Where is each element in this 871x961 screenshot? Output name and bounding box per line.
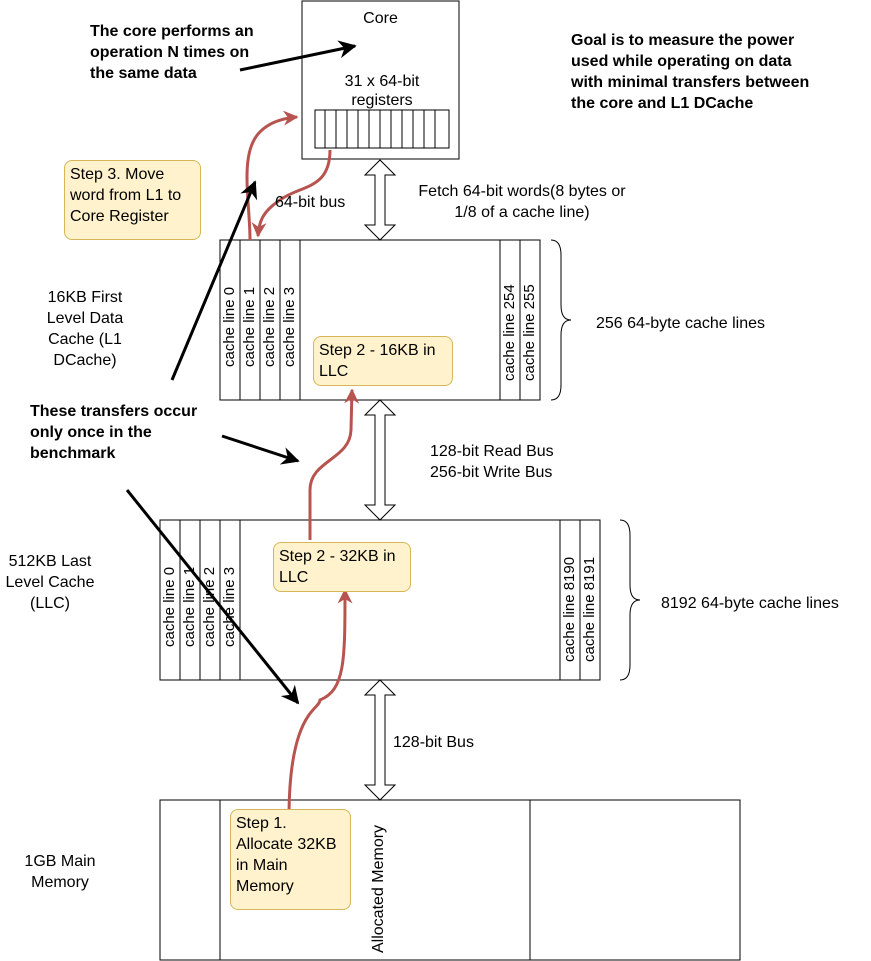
flow-arrow-register-to-l1	[251, 149, 332, 238]
transfers-once-note: These transfers occur only once in the b…	[30, 403, 198, 462]
l1-pointer-arrow	[170, 180, 258, 381]
core-title: Core	[363, 10, 398, 27]
l1-line-0: cache line 0	[221, 286, 238, 367]
llc-line-0: cache line 0	[161, 566, 178, 647]
step2-llc-note: Step 2 - 32KB in LLC	[273, 542, 411, 592]
goal-note: Goal is to measure the power used while …	[571, 32, 810, 112]
llc-memory-bus-arrow	[363, 679, 397, 801]
llc-line-2: cache line 2	[201, 566, 218, 647]
l1-lines-label: 256 64-byte cache lines	[596, 315, 765, 332]
flow-arrow-memory-to-llc	[287, 588, 353, 819]
allocated-memory-label: Allocated Memory	[370, 824, 387, 953]
llc-line-8191: cache line 8191	[581, 556, 598, 662]
llc-lines-label: 8192 64-byte cache lines	[661, 595, 839, 612]
read-bus-label: 128-bit Read Bus	[430, 443, 554, 460]
step1-note: Step 1. Allocate 32KB in Main Memory	[230, 809, 351, 910]
core-note-arrow	[239, 40, 357, 72]
llc-line-3: cache line 3	[221, 566, 238, 647]
l1-line-2: cache line 2	[261, 286, 278, 367]
l1-line-255: cache line 255	[521, 284, 538, 381]
register-file	[314, 109, 450, 149]
step3-note: Step 3. Move word from L1 to Core Regist…	[64, 160, 201, 240]
step2-l1-note: Step 2 - 16KB in LLC	[313, 336, 453, 386]
l1-line-254: cache line 254	[501, 284, 518, 381]
core-note: The core performs an operation N times o…	[90, 23, 254, 82]
flow-arrow-l1-to-register	[245, 110, 299, 241]
llc-brace	[619, 519, 641, 681]
transfer-arrow-upper	[221, 434, 300, 465]
fetch-label: Fetch 64-bit words(8 bytes or 1/8 of a c…	[418, 183, 626, 221]
write-bus-label: 256-bit Write Bus	[430, 464, 553, 481]
flow-arrow-llc-to-l1	[308, 388, 360, 540]
core-l1-bus-arrow	[363, 159, 397, 241]
bus-64-label: 64-bit bus	[275, 194, 346, 211]
l1-brace	[550, 239, 572, 401]
llc-line-1: cache line 1	[181, 566, 198, 647]
registers-label: 31 x 64-bit registers	[344, 73, 420, 109]
llc-line-8190: cache line 8190	[561, 556, 578, 662]
main-memory-name: 1GB Main Memory	[24, 853, 96, 891]
bus-128-label: 128-bit Bus	[393, 734, 474, 751]
l1-name: 16KB First Level Data Cache (L1 DCache)	[46, 289, 124, 369]
llc-name: 512KB Last Level Cache (LLC)	[5, 553, 95, 612]
transfer-arrow-lower	[125, 489, 300, 705]
l1-line-3: cache line 3	[281, 286, 298, 367]
l1-line-1: cache line 1	[241, 286, 258, 367]
l1-llc-bus-arrow	[363, 399, 397, 521]
